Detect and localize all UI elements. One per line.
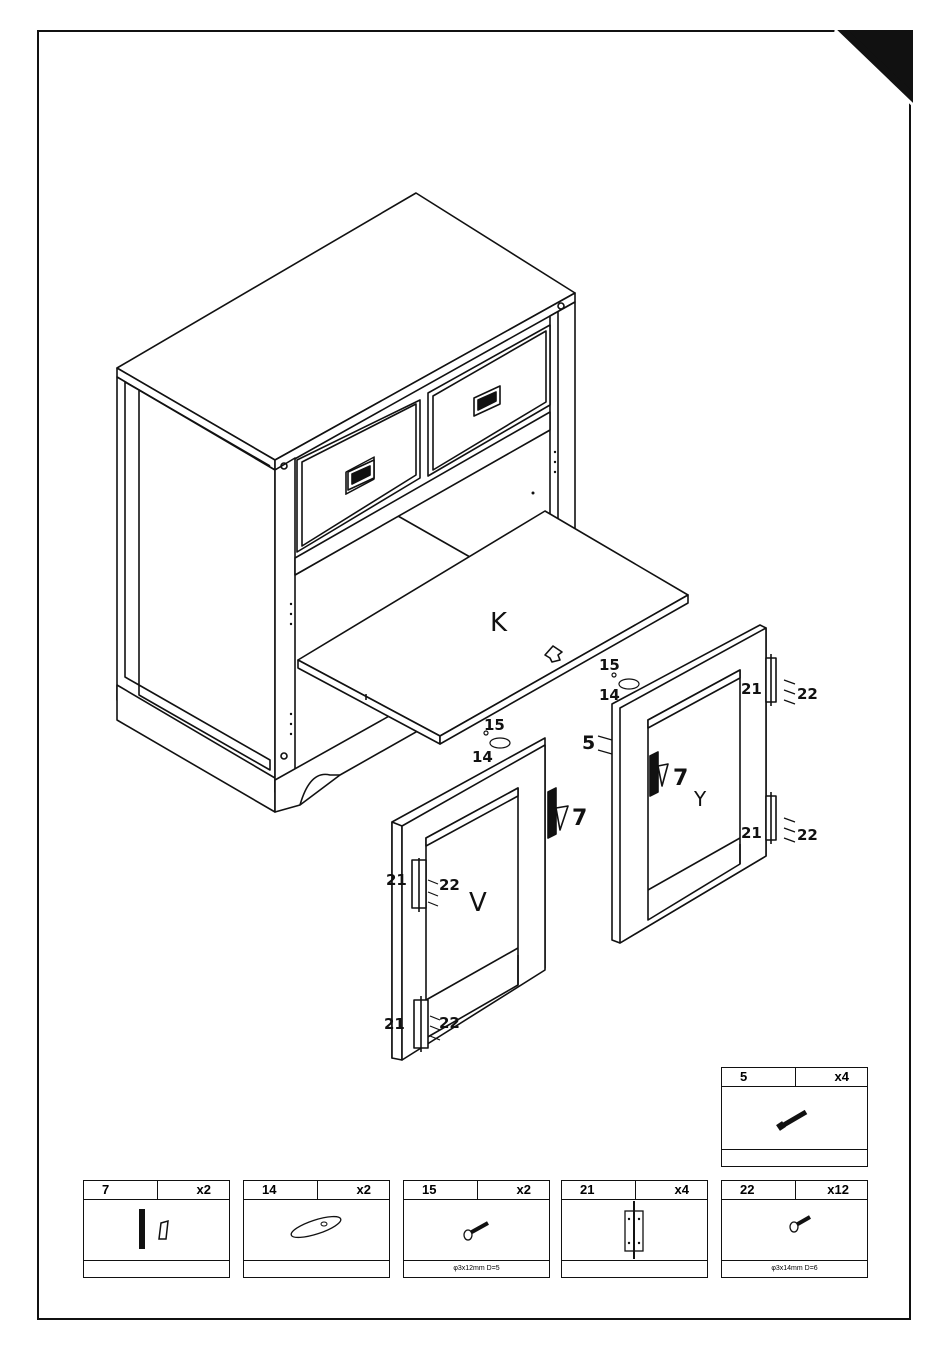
hardware-box-15: 15 x2 φ3x12mm D=5 [403,1180,550,1278]
hardware-spec [562,1260,707,1277]
callout-21-right-top: 21 [741,680,762,698]
hardware-quantity: x12 [827,1181,849,1199]
callout-15-right: 15 [599,656,620,674]
callout-22-right-bottom: 22 [797,826,818,844]
hardware-spec: φ3x14mm D=6 [722,1260,867,1277]
hardware-quantity: x4 [835,1068,849,1086]
callout-22-left-top: 22 [439,876,460,894]
hardware-part-number: 14 [262,1181,276,1199]
callout-14-right: 14 [599,686,620,704]
hardware-spec [722,1149,867,1166]
hardware-spec: φ3x12mm D=5 [404,1260,549,1277]
hardware-part-number: 21 [580,1181,594,1199]
screw-icon [722,1086,869,1150]
callout-7-left: 7 [572,806,587,831]
door-right [612,625,776,943]
hinge-icon [562,1199,709,1263]
hardware-quantity: x2 [197,1181,211,1199]
callout-22-left-bottom: 22 [439,1014,460,1032]
shelf-label: K [490,608,507,638]
hardware-spec [244,1260,389,1277]
screw-icon [404,1199,551,1263]
hardware-quantity: x2 [357,1181,371,1199]
hardware-part-number: 7 [102,1181,109,1199]
callout-22-right-top: 22 [797,685,818,703]
screw-icon [722,1199,869,1263]
callout-5: 5 [582,732,595,754]
hardware-quantity: x4 [675,1181,689,1199]
callout-7-right: 7 [673,766,688,791]
hardware-part-number: 5 [740,1068,747,1086]
left-door-label: V [469,888,487,918]
callout-21-left-top: 21 [386,871,407,889]
hardware-quantity: x2 [517,1181,531,1199]
hardware-box-22: 22 x12 φ3x14mm D=6 [721,1180,868,1278]
plate-icon [244,1199,391,1263]
hardware-part-number: 15 [422,1181,436,1199]
right-door-label: Y [694,787,706,811]
hardware-part-number: 22 [740,1181,754,1199]
callout-21-right-bottom: 21 [741,824,762,842]
callout-15-left: 15 [484,716,505,734]
hardware-spec [84,1260,229,1277]
callout-14-left: 14 [472,748,493,766]
hardware-box-7: 7 x2 [83,1180,230,1278]
callout-21-left-bottom: 21 [384,1015,405,1033]
hardware-box-14: 14 x2 [243,1180,390,1278]
hardware-box-21: 21 x4 [561,1180,708,1278]
hardware-box-5: 5 x4 [721,1067,868,1167]
handle-icon [84,1199,231,1263]
